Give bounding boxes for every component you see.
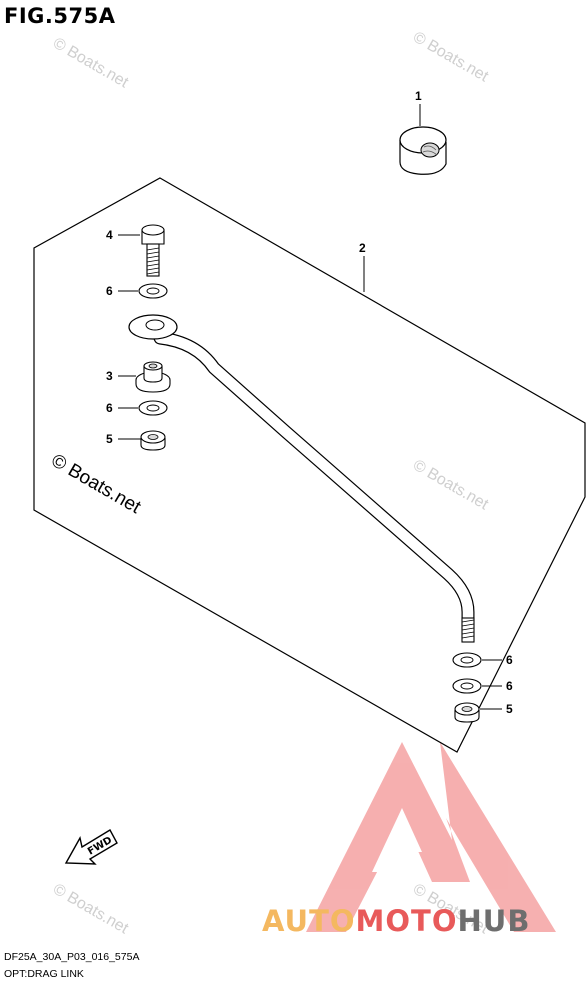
- watermark-text: © Boats.net: [50, 881, 132, 938]
- washer-part-6: [138, 400, 168, 416]
- callout-6: 6: [106, 401, 113, 415]
- bolt-part-4: [141, 224, 165, 277]
- fwd-arrow-icon: FWD: [64, 829, 118, 865]
- callout-6: 6: [506, 653, 513, 667]
- watermark-large: © Boats.net: [48, 450, 145, 518]
- drag-link-part-2: [128, 314, 475, 643]
- callout-6: 6: [506, 679, 513, 693]
- callout-6: 6: [106, 284, 113, 298]
- figure-title: FIG.575A: [4, 4, 116, 28]
- callout-2: 2: [359, 241, 366, 255]
- callout-5: 5: [106, 432, 113, 446]
- brand-wordmark: AUTOMOTOHUB: [262, 904, 530, 938]
- nut-part-5: [454, 702, 480, 723]
- watermark-text: © Boats.net: [410, 457, 492, 514]
- callout-4: 4: [106, 228, 113, 242]
- watermark-text: © Boats.net: [50, 35, 132, 92]
- figure-caption: OPT:DRAG LINK: [4, 968, 84, 980]
- bushing-part-3: [135, 361, 171, 393]
- washer-part-6: [452, 652, 482, 668]
- brand-part-hub: HUB: [457, 904, 531, 938]
- watermark-text: © Boats.net: [410, 29, 492, 86]
- brand-part-moto: MOTO: [355, 904, 458, 938]
- brand-part-auto: AUTO: [262, 904, 356, 938]
- washer-part-6: [452, 678, 482, 694]
- model-code: DF25A_30A_P03_016_575A: [4, 951, 140, 963]
- callout-5: 5: [506, 702, 513, 716]
- nut-part-1: [399, 126, 447, 175]
- leader-lines: [118, 104, 502, 710]
- brand-logo-icon: [306, 742, 556, 932]
- nut-part-5: [140, 430, 166, 451]
- kit-outline: [33, 177, 586, 753]
- callout-1: 1: [415, 89, 422, 103]
- callout-3: 3: [106, 369, 113, 383]
- washer-part-6: [138, 283, 168, 299]
